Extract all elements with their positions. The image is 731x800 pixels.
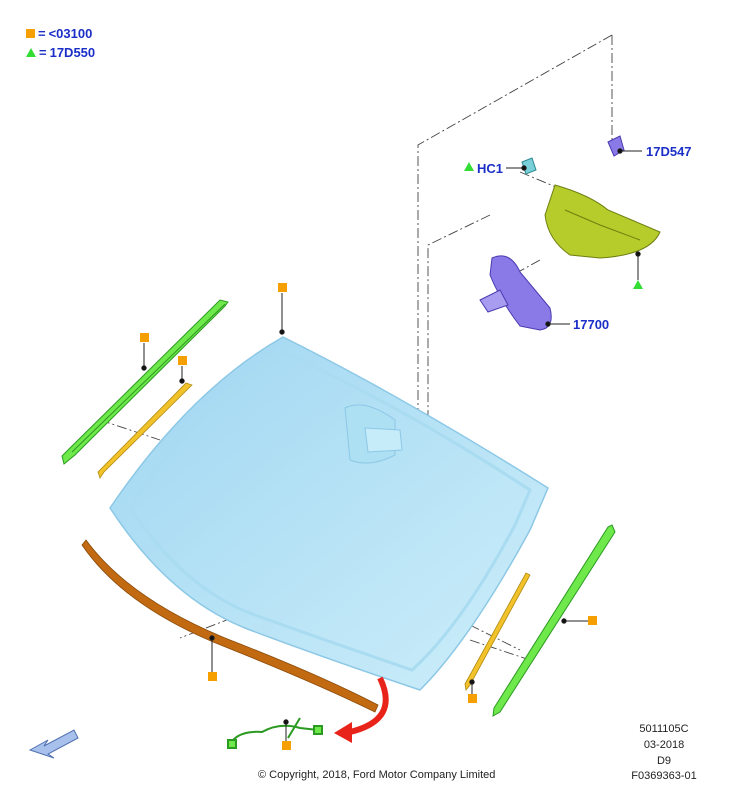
legend-equals: =	[39, 45, 47, 60]
square-marker-icon	[26, 29, 35, 38]
square-marker-icon	[468, 694, 477, 703]
windshield-glass	[109, 336, 549, 691]
right-yellow-strip	[464, 572, 531, 691]
red-direction-arrow	[334, 676, 389, 743]
info-line-1: 5011105C	[639, 723, 689, 735]
triangle-marker-icon	[464, 162, 474, 171]
square-markers	[140, 283, 597, 750]
left-yellow-strip	[97, 382, 193, 479]
mirror-bracket	[544, 184, 661, 259]
callout-leaders	[141, 148, 642, 741]
legend-square-row: = <03100	[26, 26, 92, 41]
square-marker-icon	[208, 672, 217, 681]
triangle-marker-icon	[26, 48, 36, 57]
info-line-2: 03-2018	[643, 739, 685, 751]
square-marker-icon	[588, 616, 597, 625]
triangle-markers	[464, 162, 643, 289]
legend-equals: =	[38, 26, 46, 41]
square-marker-icon	[282, 741, 291, 750]
square-marker-icon	[178, 356, 187, 365]
lower-seal	[81, 539, 379, 713]
triangle-marker-icon	[633, 280, 643, 289]
legend-triangle-row: = 17D550	[26, 45, 95, 60]
square-marker-icon	[278, 283, 287, 292]
info-line-4: F0369363-01	[631, 770, 697, 782]
info-line-3: D9	[656, 755, 672, 767]
navigation-arrow-icon	[28, 729, 79, 759]
legend-square-code: <03100	[48, 26, 93, 41]
rear-view-mirror	[479, 255, 552, 331]
legend-triangle-code: 17D550	[49, 45, 96, 60]
sensor-harness	[227, 717, 323, 749]
part-label-17d547: 17D547	[646, 144, 692, 159]
right-pillar-molding	[492, 524, 616, 717]
part-label-hc1: HC1	[477, 161, 504, 176]
square-marker-icon	[140, 333, 149, 342]
copyright-notice: © Copyright, 2018, Ford Motor Company Li…	[258, 769, 496, 781]
part-label-17700: 17700	[573, 317, 610, 332]
